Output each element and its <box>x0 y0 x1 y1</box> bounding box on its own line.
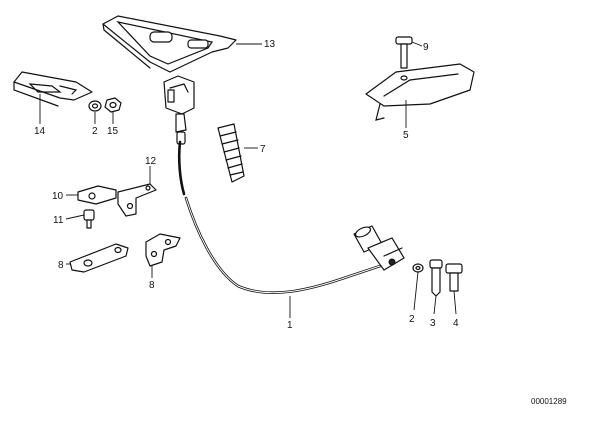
callouts: 13 9 14 2 15 5 7 12 10 11 8 8 1 2 3 4 <box>34 39 459 331</box>
callout-13: 13 <box>264 39 276 50</box>
callout-10: 10 <box>52 191 64 202</box>
part-3-screw <box>429 259 443 297</box>
part-15-nut <box>104 97 122 113</box>
callout-15: 15 <box>107 126 119 137</box>
part-1-sensor-cable <box>177 140 394 295</box>
callout-14: 14 <box>34 126 46 137</box>
part-11-screw <box>83 209 95 229</box>
sensor-connector <box>163 75 195 145</box>
part-2-washer-lower <box>412 263 424 273</box>
part-9-bolt <box>395 36 413 69</box>
callout-11: 11 <box>53 215 64 226</box>
part-8-clip-left <box>69 243 129 273</box>
callout-7: 7 <box>260 144 266 155</box>
leader-lines <box>39 41 457 318</box>
part-12-bracket <box>117 183 157 217</box>
callout-4: 4 <box>453 318 459 329</box>
part-13-bracket-plate <box>102 15 237 73</box>
callout-5: 5 <box>403 130 409 141</box>
part-10-bracket <box>77 185 117 205</box>
callout-9: 9 <box>423 42 429 53</box>
part-14-bracket <box>13 71 93 107</box>
sensor-head <box>353 225 405 271</box>
part-2-washer <box>88 100 102 112</box>
callout-12: 12 <box>145 156 157 167</box>
part-8-angle-bracket <box>145 233 181 267</box>
callout-8-center: 8 <box>149 280 155 291</box>
diagram-reference-number: 00001289 <box>531 397 567 406</box>
callout-8-left: 8 <box>58 260 64 271</box>
callout-1: 1 <box>287 320 293 331</box>
callout-2-upper: 2 <box>92 126 98 137</box>
part-5-cover <box>365 63 475 121</box>
callout-3: 3 <box>430 318 436 329</box>
callout-2-lower: 2 <box>409 314 415 325</box>
part-7-spiral-sleeve <box>217 123 245 183</box>
part-4-bolt <box>445 263 463 292</box>
